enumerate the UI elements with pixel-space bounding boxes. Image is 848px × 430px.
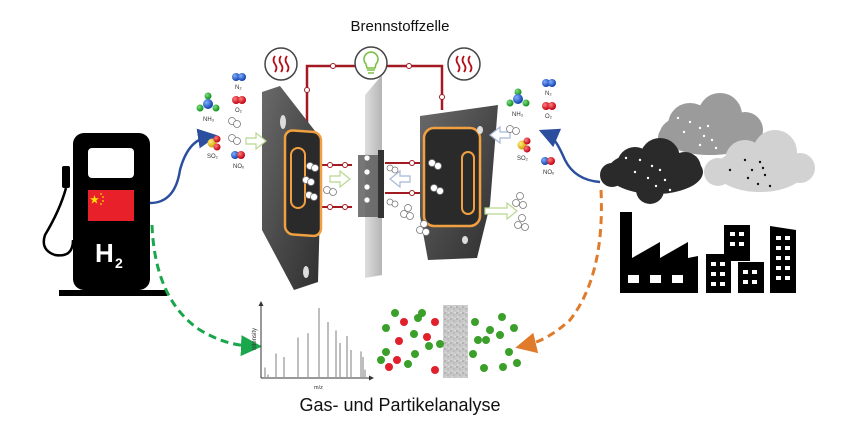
molecule-label: NOₓ — [543, 170, 554, 176]
particle-green — [486, 326, 494, 334]
particle-green — [382, 348, 390, 356]
molecule-nox-icon — [541, 157, 555, 165]
particle-green — [436, 340, 444, 348]
molecule-label: O₂ — [545, 114, 553, 120]
filter-membrane — [443, 305, 468, 378]
molecule-label: O₂ — [235, 108, 243, 114]
molecule-label: SO₂ — [207, 154, 219, 160]
particle-green — [513, 359, 521, 367]
particle-green — [496, 331, 504, 339]
spectrum-peaks — [264, 308, 366, 378]
mass-spectrum: intensity m/z — [252, 301, 374, 391]
particle-green — [382, 324, 390, 332]
particle-red — [400, 318, 408, 326]
particle-green — [505, 348, 513, 356]
green-dashed-arrow — [150, 224, 262, 357]
particle-green — [411, 350, 419, 358]
particle-green — [510, 324, 518, 332]
molecule-o2-icon — [542, 102, 556, 110]
anode-plate — [262, 86, 323, 290]
particle-red — [393, 356, 401, 364]
heat-icon — [447, 47, 481, 81]
particle-green — [471, 318, 479, 326]
molecules-left: N₂ O₂ NH₃ SO₂ NOₓ — [196, 73, 246, 170]
particle-green — [499, 363, 507, 371]
molecule-n2-icon — [232, 73, 246, 81]
h2-label: H — [95, 238, 114, 268]
particle-green — [474, 336, 482, 344]
particle-green — [425, 342, 433, 350]
membrane — [358, 75, 384, 278]
flow-arrow-membrane-left — [329, 169, 351, 189]
particle-red — [385, 363, 393, 371]
electric-circuit — [264, 46, 481, 210]
heat-icon — [264, 47, 298, 81]
particle-red — [423, 333, 431, 341]
molecule-n2-icon — [542, 79, 556, 87]
molecule-label: NOₓ — [233, 164, 244, 170]
molecule-nh3-icon — [196, 92, 220, 112]
spectrum-ylabel: intensity — [252, 328, 258, 350]
cathode-plate — [420, 105, 498, 260]
particle-red — [395, 337, 403, 345]
molecule-o2-icon — [232, 96, 246, 104]
molecule-label: N₂ — [545, 91, 552, 97]
particle-green — [404, 360, 412, 368]
blue-arrow-left — [149, 128, 218, 205]
light-bulb-icon — [354, 46, 388, 80]
particle-green — [482, 336, 490, 344]
factory-city-icon — [620, 212, 796, 293]
analysis-title: Gas- und Partikelanalyse — [299, 395, 501, 415]
spectrum-xlabel: m/z — [314, 385, 323, 391]
particle-green — [377, 356, 385, 364]
flow-arrow-h2-in — [245, 131, 267, 151]
china-flag-icon — [88, 190, 134, 221]
flow-arrow-o2-in — [489, 125, 511, 145]
particle-green — [498, 313, 506, 321]
molecule-label: NH₃ — [203, 117, 215, 123]
hydrogen-fuel-station-icon: H 2 — [42, 133, 167, 296]
blue-arrow-right — [538, 128, 601, 184]
molecule-nox-icon — [231, 151, 245, 159]
molecule-label: N₂ — [235, 85, 242, 91]
molecules-right: N₂ O₂ NH₃ SO₂ NOₓ — [506, 79, 556, 176]
particle-green — [469, 350, 477, 358]
fuel-cell-title: Brennstoffzelle — [350, 18, 450, 35]
cloud-dark — [600, 138, 703, 204]
molecule-so2-icon — [517, 137, 531, 153]
particle-green — [480, 364, 488, 372]
particle-green — [410, 330, 418, 338]
pollution-clouds-icon — [600, 93, 815, 204]
particle-red — [431, 318, 439, 326]
molecule-nh3-icon — [506, 88, 530, 107]
particle-green — [391, 309, 399, 317]
particle-green — [414, 314, 422, 322]
molecule-label: NH₃ — [512, 112, 524, 118]
particle-filter — [377, 305, 521, 378]
h2-subscript: 2 — [115, 255, 123, 271]
molecule-so2-icon — [207, 135, 221, 151]
particle-red — [431, 366, 439, 374]
particles — [377, 309, 521, 374]
pump-display — [88, 148, 134, 178]
orange-dashed-arrow — [515, 189, 603, 354]
cell-molecules — [228, 117, 529, 236]
flow-arrow-membrane-right — [389, 169, 411, 189]
molecule-label: SO₂ — [517, 156, 529, 162]
flow-arrow-water-out — [484, 201, 518, 221]
